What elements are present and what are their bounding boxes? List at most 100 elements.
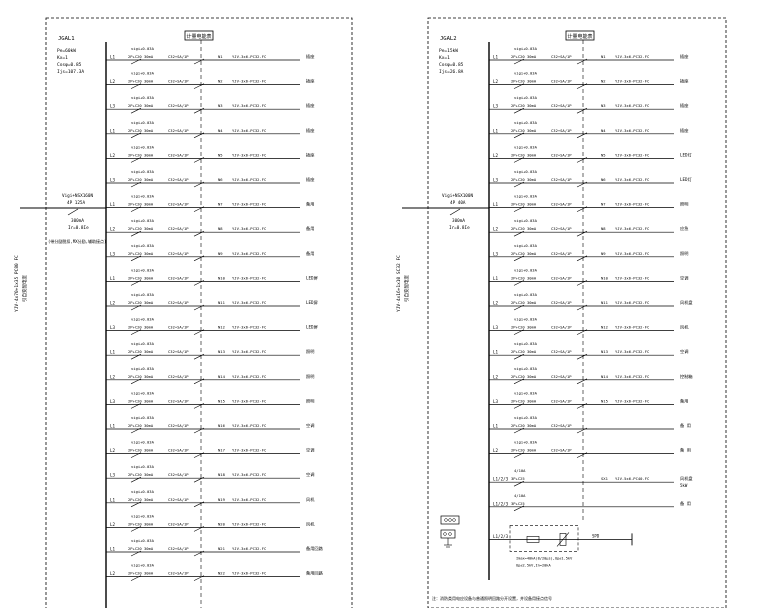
- circuit-breaker: 2P+C20 30mA: [128, 152, 154, 157]
- circuit-phase: L1: [110, 55, 116, 60]
- breaker-switch: [130, 550, 142, 557]
- circuit-rcd: vigi+0.03A: [131, 71, 155, 76]
- breaker-switch: [513, 83, 525, 89]
- incoming-switch: [449, 208, 461, 216]
- circuit-breaker: 2P+C20 30mA: [128, 448, 154, 453]
- circuit-phase: L2: [110, 227, 116, 232]
- circuit-phase: L1: [493, 276, 499, 281]
- circuit-contactor: C32÷SA/1P: [551, 128, 572, 133]
- breaker-switch: [130, 107, 142, 114]
- circuit-id: N12: [218, 325, 225, 330]
- circuit-id: N10: [218, 275, 226, 280]
- circuit-load: 备 用: [680, 500, 691, 507]
- circuit-breaker: 2P+C20 30mA: [128, 103, 154, 108]
- circuit-breaker: 2P+C20 30mA: [128, 226, 154, 231]
- circuit-cable: YJV-3x6-PC32-FC: [232, 448, 266, 453]
- circuit-id: N3: [601, 103, 606, 108]
- circuit-load: 备用回路: [306, 545, 324, 552]
- meter-box: [184, 30, 214, 41]
- footer-note: 注：消防类用电应设备与普通照明回路分开设置，并设备用接点信号: [432, 595, 552, 601]
- circuit-contactor: C32÷SA/1P: [551, 177, 572, 182]
- circuit-cable: YJV-3x6-PC32-FC: [232, 571, 266, 576]
- circuit-load: 空调: [680, 274, 688, 281]
- circuit-load: 控制箱: [680, 373, 693, 380]
- contactor-switch: [193, 353, 205, 360]
- circuit-load: 空调: [680, 348, 688, 355]
- circuit-cable: YJV-3x6-PC32-FC: [232, 374, 266, 379]
- circuit-cable: YJV-3x6-PC32-FC: [232, 177, 266, 182]
- circuit-rcd: vigi+0.03A: [514, 267, 538, 272]
- breaker-switch: [130, 526, 142, 532]
- circuit-phase: L1: [110, 128, 116, 133]
- circuit-load: 空调: [306, 447, 314, 454]
- circuit-phase: L3: [493, 251, 499, 256]
- circuit-cable: YJV-3x6-PC32-FC: [615, 177, 649, 182]
- circuit-rcd: vigi+0.03A: [514, 144, 538, 149]
- breaker-switch: [513, 206, 525, 212]
- circuit-cable: YJV-3x6-PC32-FC: [232, 202, 266, 207]
- circuit-id: N22: [218, 571, 225, 576]
- circuit-load: 照明: [306, 398, 314, 404]
- circuit-breaker: 2P+C20 30mA: [128, 546, 154, 551]
- circuit-rcd: vigi+0.03A: [131, 538, 155, 543]
- breaker-switch: [513, 427, 525, 434]
- incoming-poles: 4P 125A: [67, 200, 86, 206]
- circuit-contactor: C32÷SA/1P: [551, 103, 572, 108]
- circuit-breaker: 2P+C20 30mA: [511, 79, 537, 84]
- circuit-rcd: vigi+0.03A: [131, 144, 155, 149]
- circuit-phase: L2: [110, 301, 116, 306]
- circuit-id: N1: [218, 54, 223, 59]
- circuit-rcd: vigi+0.03A: [514, 194, 538, 199]
- circuit-rcd: vigi+0.03A: [514, 46, 538, 51]
- breaker-switch: [513, 132, 525, 139]
- breaker-switch: [130, 353, 142, 360]
- incoming-setting: Ir=0.8Ie: [68, 225, 89, 231]
- circuit-rcd: vigi+0.03A: [131, 169, 155, 174]
- circuit-contactor: C32÷SA/1P: [551, 54, 572, 59]
- circuit-phase: L3: [493, 399, 499, 404]
- circuit-load: 照明: [680, 251, 688, 257]
- surge-phase: L1/2/3: [493, 534, 509, 539]
- circuit-breaker: 2P+C20 30mA: [128, 325, 154, 330]
- terminal-icon: [448, 518, 452, 522]
- circuit-contactor: C32÷SA/1P: [551, 300, 572, 305]
- circuit-rcd: vigi+0.03A: [131, 513, 155, 518]
- circuit-rcd: vigi+0.03A: [131, 390, 155, 395]
- contactor-switch: [193, 575, 205, 581]
- contactor-switch: [193, 378, 205, 385]
- circuit-breaker: 2P+C20 30mA: [511, 349, 537, 354]
- breaker-switch: [513, 353, 525, 360]
- breaker-switch: [130, 403, 142, 409]
- circuit-phase: L3: [493, 325, 499, 330]
- circuit-rcd: vigi+0.03A: [131, 194, 155, 199]
- circuit-rcd: vigi+0.03A: [514, 120, 538, 125]
- circuit-cable: YJV-3x6-PC32-FC: [615, 152, 649, 157]
- incoming-setting: Ir=0.8Ie: [449, 225, 470, 231]
- circuit-breaker: 2P+C20 30mA: [128, 251, 154, 256]
- circuit-phase: L1: [110, 350, 116, 355]
- breaker-switch: [513, 304, 525, 311]
- breaker-switch: [130, 157, 142, 163]
- circuit-contactor: C32÷SA/1P: [168, 152, 189, 157]
- circuit-rcd: vigi+0.03A: [514, 292, 538, 297]
- circuit-breaker: 2P+C20 30mA: [128, 472, 154, 477]
- circuit-load: 备用回路: [306, 570, 324, 577]
- terminal-icon: [444, 518, 448, 522]
- breaker-switch: [513, 255, 525, 262]
- circuit-load: 备 用: [680, 447, 691, 454]
- breaker-switch: [130, 378, 142, 385]
- circuit-phase: L1: [110, 547, 116, 552]
- panel-enclosure: [45, 17, 353, 608]
- circuit-breaker: 2P+C20 30mA: [128, 177, 154, 182]
- circuit-contactor: C32÷SA/1P: [551, 152, 572, 157]
- circuit-breaker: 2P+C20 30mA: [128, 398, 154, 403]
- circuit-rcd: vigi+0.03A: [514, 317, 538, 322]
- circuit-load: 插座: [680, 102, 688, 109]
- circuit-load: 插座: [306, 151, 314, 158]
- incoming-breaker: Vigi+NSX160N: [62, 193, 93, 199]
- contactor-switch: [576, 304, 588, 311]
- panel-name: JGAL1: [58, 36, 75, 42]
- circuit-contactor: C32÷SA/1P: [168, 79, 189, 84]
- circuit-cable: YJV-3x6-PC32-FC: [232, 398, 266, 403]
- circuit-rcd: vigi+0.03A: [131, 489, 155, 494]
